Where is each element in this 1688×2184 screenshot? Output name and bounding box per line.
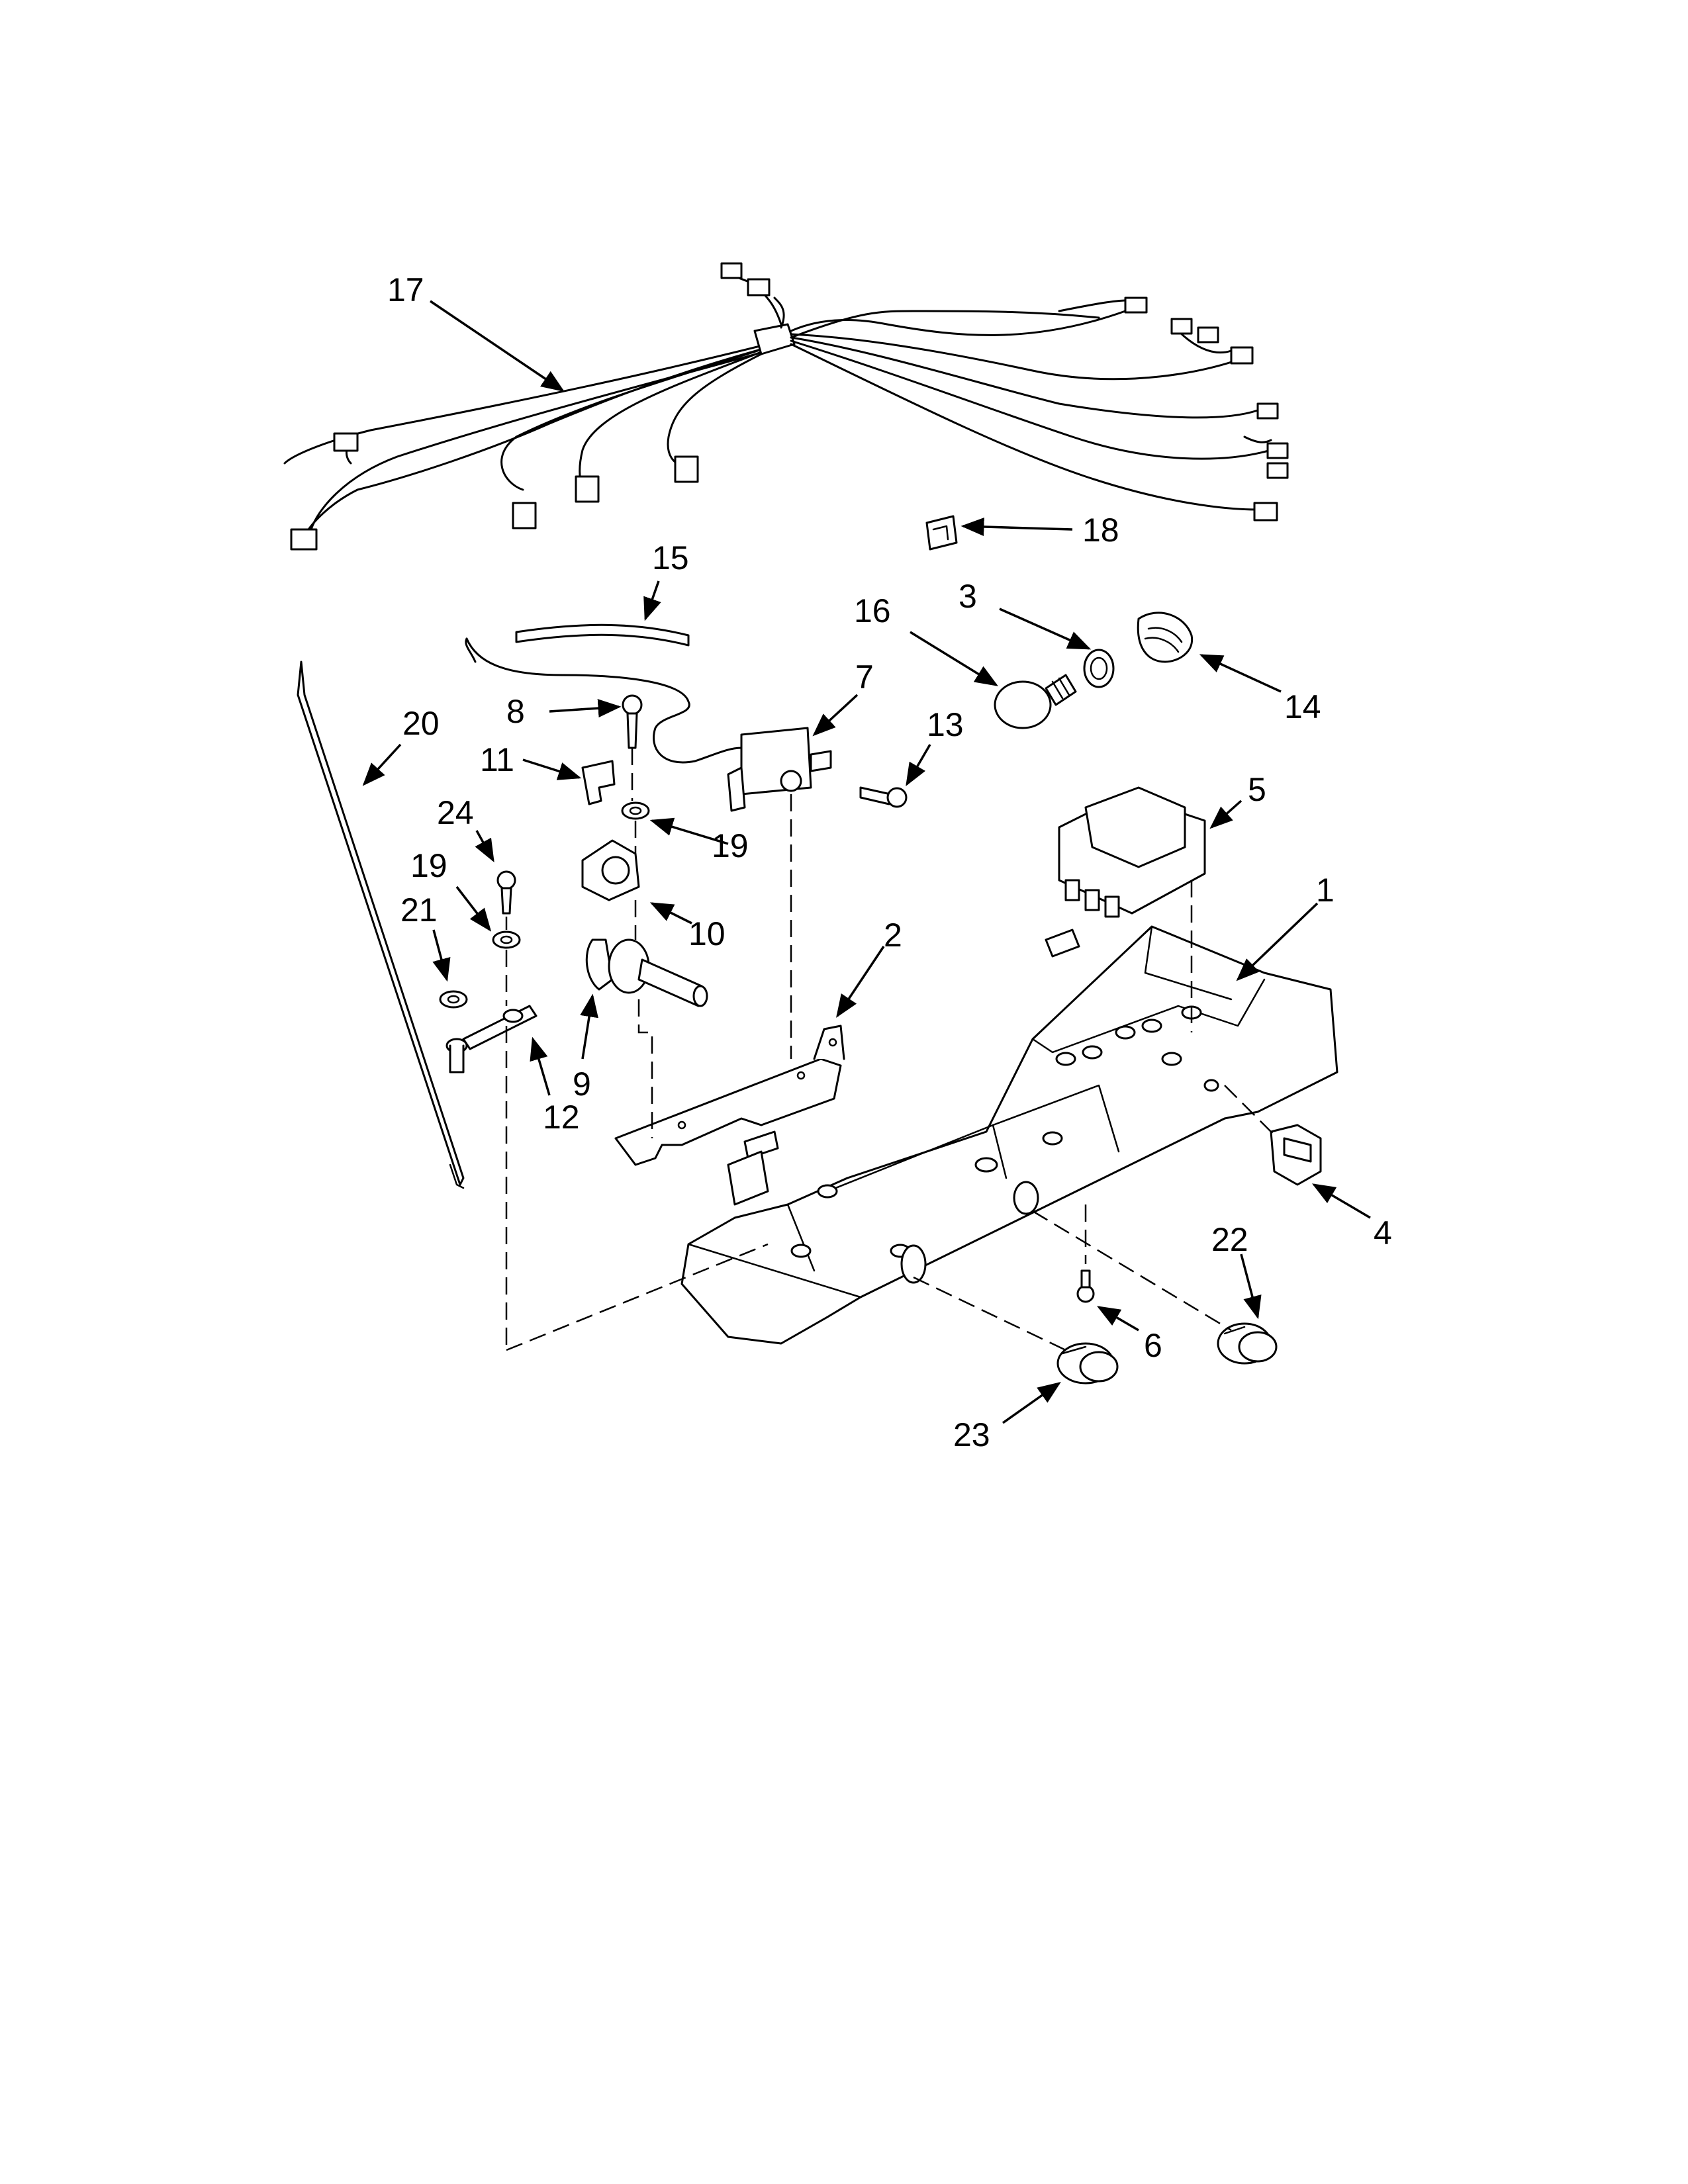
callout-4: 4 xyxy=(1374,1214,1392,1251)
assembly-lines xyxy=(505,748,1278,1351)
wire-harness xyxy=(283,262,1289,551)
light-bulb xyxy=(994,674,1077,729)
screw-8 xyxy=(622,694,643,749)
callout-24: 24 xyxy=(437,794,474,831)
screw-6 xyxy=(1076,1269,1095,1303)
callout-16: 16 xyxy=(854,592,891,629)
callout-8: 8 xyxy=(506,693,525,730)
callout-1: 1 xyxy=(1316,872,1335,909)
screw-24 xyxy=(496,870,516,915)
callout-13: 13 xyxy=(927,706,964,743)
callout-6: 6 xyxy=(1144,1327,1162,1364)
control-module xyxy=(1058,786,1206,918)
callout-10: 10 xyxy=(688,915,726,952)
callout-labels: 17 18 15 16 3 7 14 13 8 20 11 5 24 19 19… xyxy=(387,271,1392,1453)
callout-11: 11 xyxy=(480,741,514,778)
control-housing xyxy=(680,925,1338,1345)
button-23 xyxy=(1056,1342,1119,1385)
socket-holder xyxy=(1137,612,1194,663)
bracket-2 xyxy=(614,1024,845,1166)
callout-9: 9 xyxy=(573,1066,591,1103)
rod-20 xyxy=(297,660,465,1189)
washer-19-upper xyxy=(621,801,650,820)
callout-17: 17 xyxy=(387,271,424,308)
callout-18: 18 xyxy=(1082,512,1119,549)
door-switch xyxy=(1270,1124,1322,1186)
leader-lines xyxy=(362,300,1371,1424)
button-22 xyxy=(1217,1322,1278,1365)
lever-12 xyxy=(445,1005,538,1073)
callout-23: 23 xyxy=(953,1416,990,1453)
control-shaft xyxy=(585,938,708,1007)
thermostat-capillary xyxy=(465,637,743,764)
bracket-10 xyxy=(581,839,640,901)
callout-15: 15 xyxy=(652,539,689,576)
lamp-socket xyxy=(1083,649,1115,688)
callout-5: 5 xyxy=(1248,771,1266,808)
callout-19-upper: 19 xyxy=(712,827,749,864)
wire-clip xyxy=(925,515,958,551)
washer-21 xyxy=(439,990,468,1009)
callout-3: 3 xyxy=(959,578,977,615)
callout-19-lower: 19 xyxy=(410,847,447,884)
clip-11 xyxy=(581,760,616,805)
washer-19-lower xyxy=(492,931,521,949)
callout-20: 20 xyxy=(402,705,440,742)
callout-7: 7 xyxy=(855,659,874,696)
callout-14: 14 xyxy=(1284,688,1321,725)
callout-12: 12 xyxy=(543,1099,580,1136)
screw-13 xyxy=(859,786,908,808)
callout-22: 22 xyxy=(1211,1221,1248,1258)
callout-2: 2 xyxy=(884,917,902,954)
callout-21: 21 xyxy=(400,891,438,929)
thermostat xyxy=(727,727,832,812)
tubing xyxy=(515,623,690,647)
